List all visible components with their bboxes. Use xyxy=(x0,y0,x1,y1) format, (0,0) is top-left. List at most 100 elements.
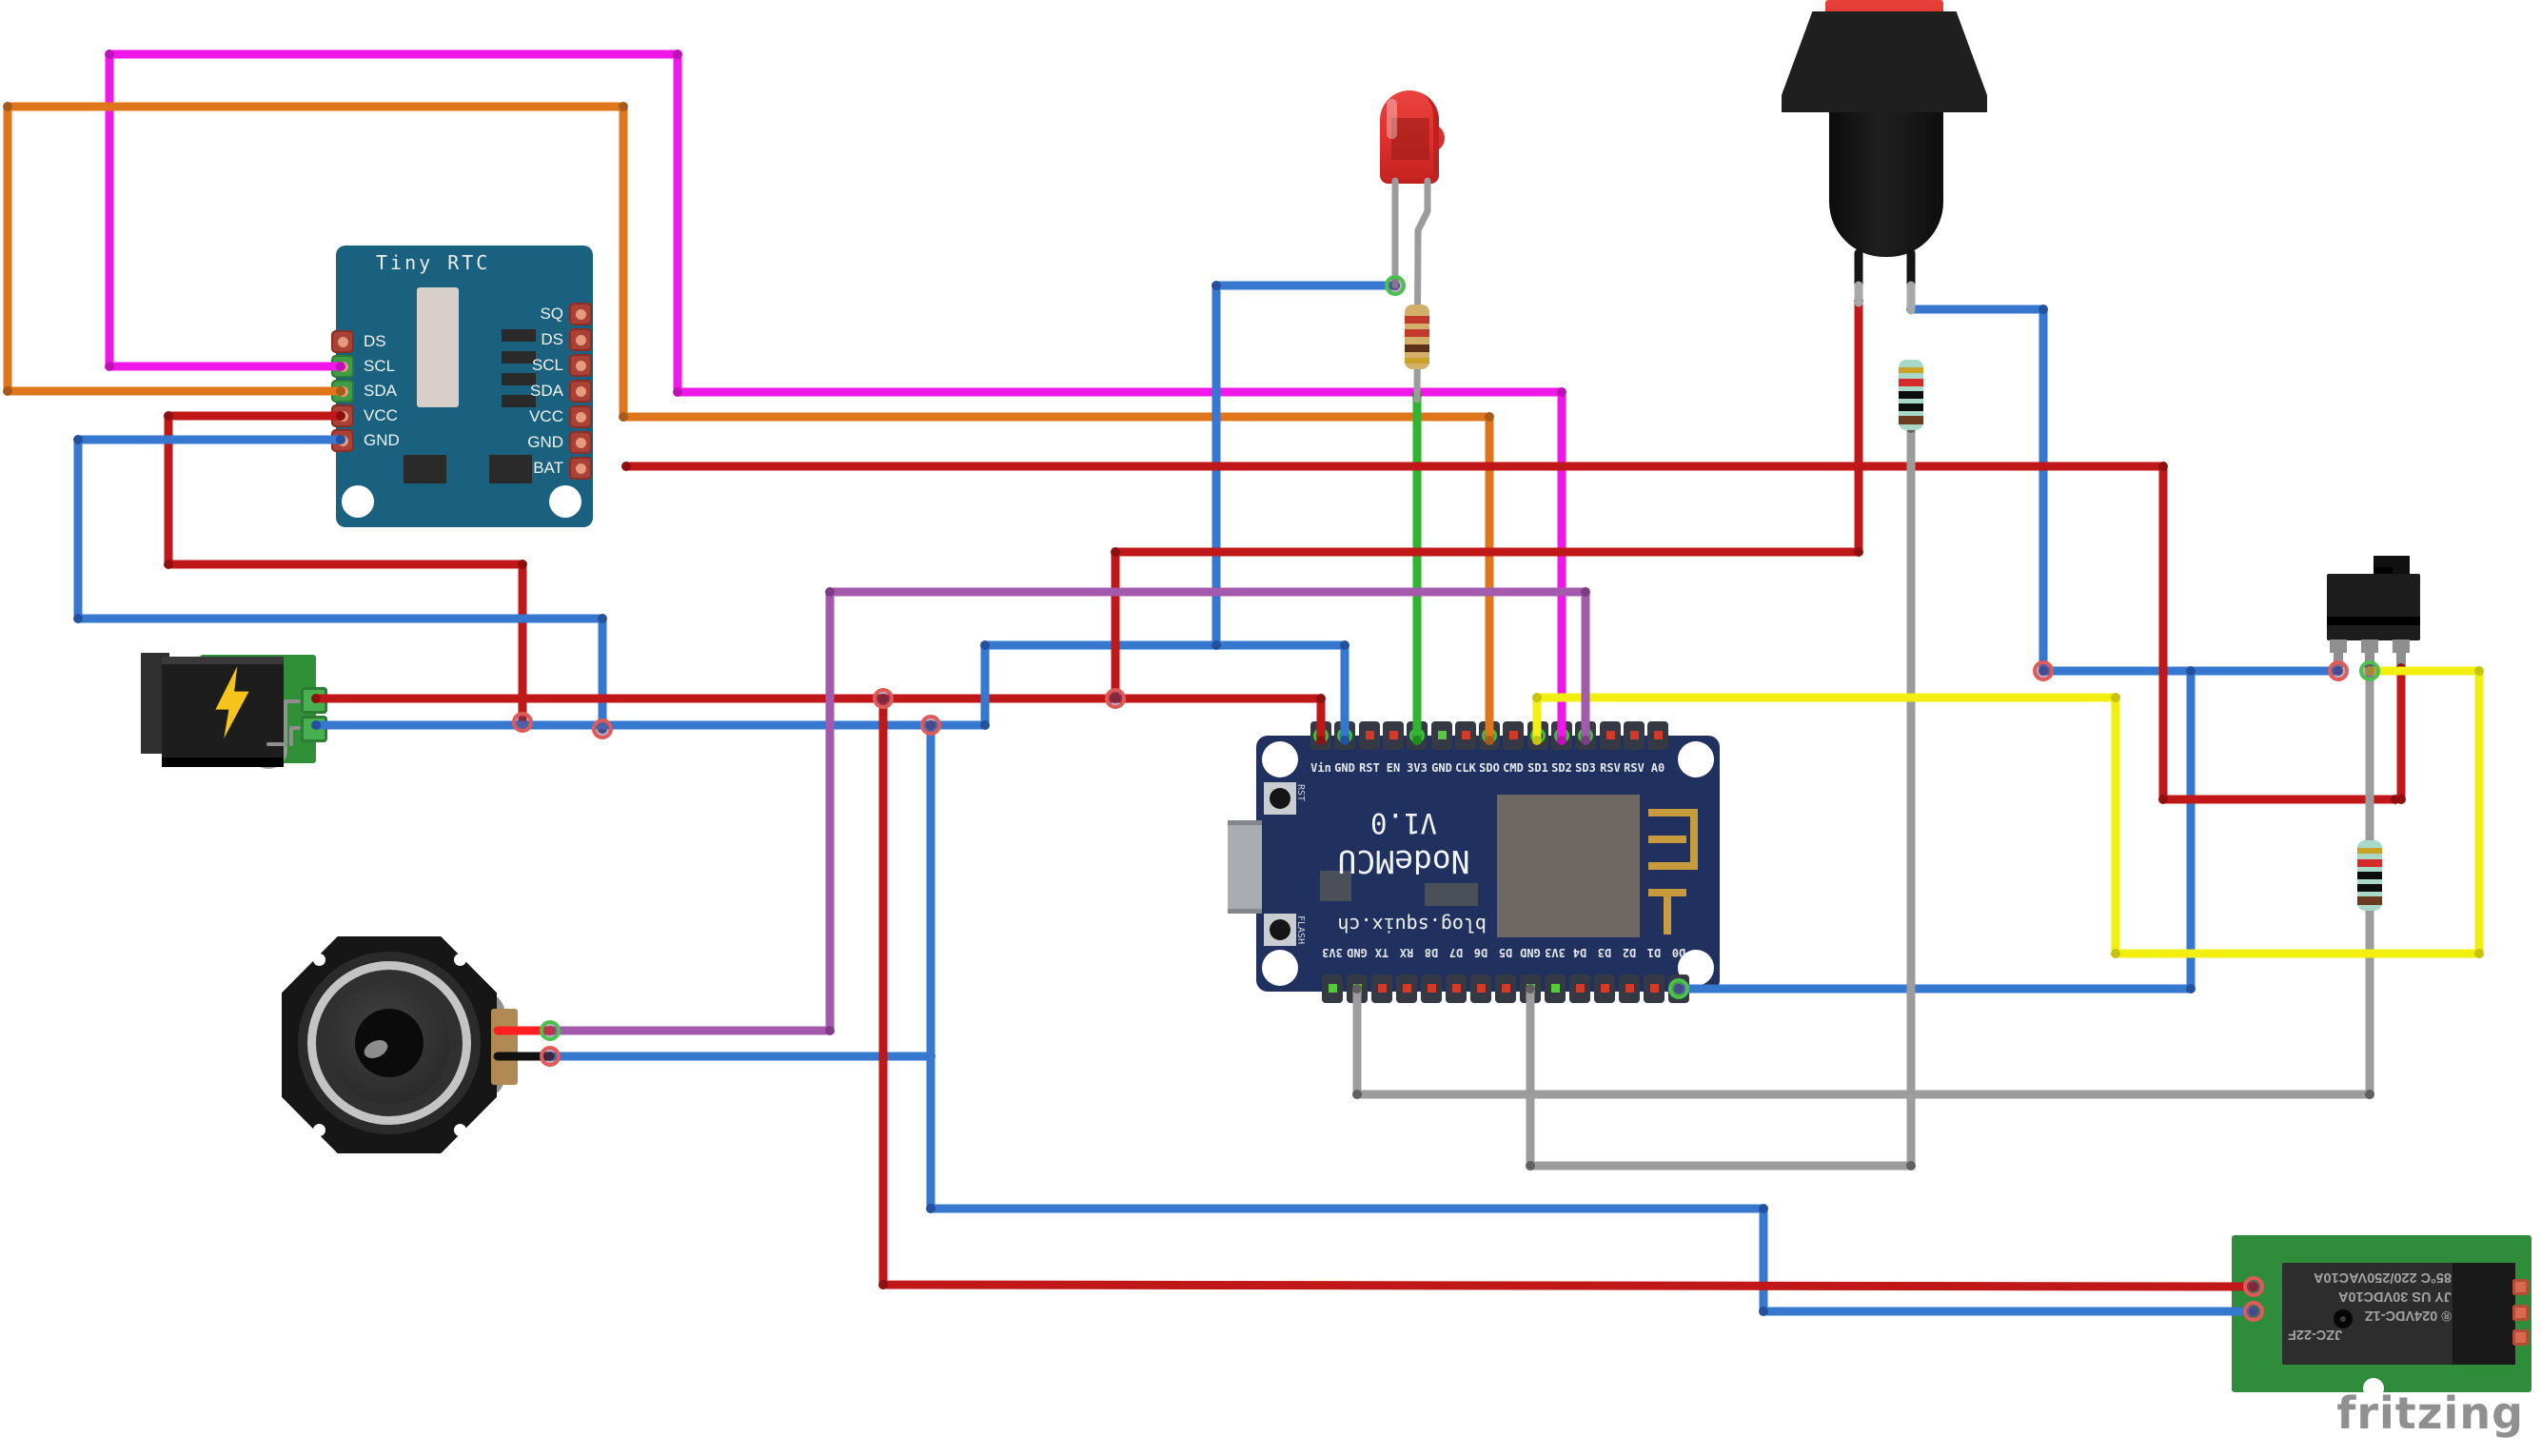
junction-rtc-vcc-end[interactable] xyxy=(512,712,533,733)
pushbutton-flange[interactable] xyxy=(1782,11,1987,112)
wire-scl-magenta-joint xyxy=(673,387,682,397)
relay-output-pad[interactable] xyxy=(2512,1279,2529,1295)
rtc-label-left-VCC: VCC xyxy=(364,406,398,424)
junction-rtc-gnd-end[interactable] xyxy=(592,718,613,739)
pin-ring-SD3-11 xyxy=(1578,728,1593,743)
usb-connector[interactable] xyxy=(1228,820,1262,914)
wire-led-cathode-blue[interactable] xyxy=(1211,281,1400,650)
wire-gnd-rail-blue-joint xyxy=(980,720,990,730)
wire-led-cathode-blue-joint xyxy=(1211,640,1221,650)
wire-button-switch-blue[interactable] xyxy=(1906,305,2343,676)
mcu-name-line2: V1.0 xyxy=(1370,807,1437,839)
slide-switch[interactable] xyxy=(2327,574,2420,640)
jack-terminal-negative[interactable] xyxy=(301,716,327,742)
pin-contact-D2-12 xyxy=(1625,984,1634,993)
rtc-pad-left-DS[interactable] xyxy=(331,330,354,353)
switch-leg[interactable] xyxy=(2330,639,2347,653)
led-resistor[interactable] xyxy=(1405,305,1429,369)
flash-button-cap[interactable] xyxy=(1270,919,1290,940)
junction-vcc-t2[interactable] xyxy=(873,688,894,709)
relay-output-pad[interactable] xyxy=(2512,1329,2529,1346)
rtc-title: Tiny RTC xyxy=(376,251,491,274)
resistor-band xyxy=(1405,329,1429,337)
resistor-band xyxy=(1899,367,1923,373)
rtc-pad-right-VCC[interactable] xyxy=(569,405,592,428)
relay-line3: JY US 30VDC10A xyxy=(2337,1289,2452,1304)
wire-d0-blue-joint xyxy=(2186,984,2196,994)
flash-button[interactable] xyxy=(1264,914,1296,946)
wire-sda-orange[interactable] xyxy=(3,102,1494,745)
wire-gnd-rail-blue[interactable] xyxy=(311,640,1349,745)
switch-leg[interactable] xyxy=(2396,653,2406,668)
pin-contact-D6-6 xyxy=(1477,984,1486,993)
pin-contact-GND-5 xyxy=(1438,731,1447,739)
rtc-pad-left-VCC[interactable] xyxy=(331,404,354,427)
junction-gnd-t1[interactable] xyxy=(920,715,941,736)
rtc-pad-left-SCL[interactable] xyxy=(331,355,354,378)
relay-body[interactable] xyxy=(2282,1263,2515,1365)
rtc-pad-hole xyxy=(337,361,348,372)
wire-switch-resistor-gray-joint xyxy=(2365,1090,2374,1099)
rtc-pad-right-GND[interactable] xyxy=(569,431,592,454)
wire-rtc-gnd-blue-joint xyxy=(73,614,83,623)
rtc-pad-right-DS[interactable] xyxy=(569,328,592,351)
wire-button-red[interactable] xyxy=(1111,296,1863,703)
wire-gnd-a-gray[interactable] xyxy=(1352,984,2374,1099)
wire-rtc-vcc-red-joint xyxy=(164,411,173,421)
switch-leg[interactable] xyxy=(2393,639,2410,653)
button-resistor[interactable] xyxy=(1899,360,1923,430)
switch-resistor[interactable] xyxy=(2357,840,2382,911)
relay-body-section xyxy=(2452,1263,2515,1365)
resistor-band xyxy=(1899,416,1923,424)
junction-speaker-minus[interactable] xyxy=(540,1046,561,1067)
wire-speaker-minus-blue-joint xyxy=(926,1052,936,1061)
relay-line1: JZC-22F xyxy=(2288,1327,2343,1342)
wire-sd1-switch-yellow-joint xyxy=(2111,693,2120,702)
rtc-pad-hole xyxy=(575,360,586,371)
rtc-pad-right-BAT[interactable] xyxy=(569,457,592,480)
junction-vcc-t1[interactable] xyxy=(1105,688,1126,709)
pin-contact-RSV-12 xyxy=(1606,731,1615,739)
wire-rtc-gnd-blue-joint xyxy=(598,614,607,623)
speaker-terminal[interactable] xyxy=(491,1009,518,1085)
pin-contact-D8-4 xyxy=(1428,984,1436,993)
wire-d0-blue[interactable] xyxy=(1674,666,2196,994)
switch-leg[interactable] xyxy=(2334,653,2343,668)
rtc-pad-left-GND[interactable] xyxy=(331,429,354,452)
pushbutton-body[interactable] xyxy=(1829,112,1943,257)
wire-5v-relay-red-joint xyxy=(878,1280,888,1289)
rst-button[interactable] xyxy=(1264,782,1296,815)
speaker-dust-cap xyxy=(355,1009,424,1077)
relay-output-pad[interactable] xyxy=(2512,1305,2529,1321)
pin-contact-RST-2 xyxy=(1366,731,1374,739)
junction-led-cathode[interactable] xyxy=(1385,275,1406,296)
wire-scl-magenta[interactable] xyxy=(105,49,1566,745)
wire-sda-orange-joint xyxy=(1485,412,1494,422)
antenna-trace xyxy=(1648,836,1686,843)
rtc-pad-left-SDA[interactable] xyxy=(331,380,354,403)
switch-leg[interactable] xyxy=(2365,653,2374,668)
rtc-pad-right-SCL[interactable] xyxy=(569,354,592,377)
relay-pin-dot-center xyxy=(2340,1316,2346,1322)
pin-contact-D7-5 xyxy=(1452,984,1461,993)
barrel-jack-body[interactable] xyxy=(162,657,284,767)
rtc-pad-right-SDA[interactable] xyxy=(569,380,592,403)
rtc-pad-right-SQ[interactable] xyxy=(569,303,592,325)
jack-terminal-positive[interactable] xyxy=(301,687,327,714)
resistor-band xyxy=(1899,379,1923,386)
wire-5v-rail-red[interactable] xyxy=(311,694,1326,745)
pin-contact-TX-2 xyxy=(1378,984,1387,993)
rtc-pad-hole xyxy=(575,411,586,423)
rst-button-cap[interactable] xyxy=(1270,788,1290,809)
rst-button-label: RST xyxy=(1295,784,1306,802)
rtc-label-right-GND: GND xyxy=(527,433,563,451)
relay-hole xyxy=(2363,1378,2384,1399)
wire-button-red-joint xyxy=(1111,694,1120,703)
switch-leg[interactable] xyxy=(2361,639,2378,653)
pin-ring-3V3-4 xyxy=(1409,728,1425,743)
wire-gnd-relay-blue-joint xyxy=(926,720,936,730)
junction-button-switch[interactable] xyxy=(2033,660,2054,681)
wire-led-anode-green-joint xyxy=(1412,390,1422,400)
junction-speaker-plus[interactable] xyxy=(540,1020,561,1041)
